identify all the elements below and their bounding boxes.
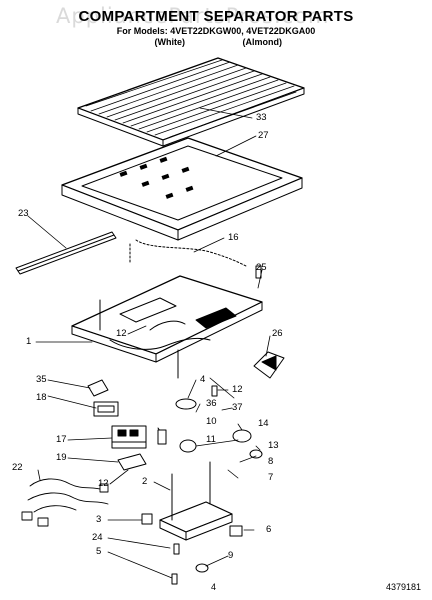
callout-3: 3 [96, 514, 102, 525]
callout-24: 24 [92, 532, 103, 543]
callout-19: 19 [56, 452, 67, 463]
color-almond: (Almond) [242, 37, 283, 47]
callout-1: 1 [26, 336, 32, 347]
callout-8: 8 [268, 456, 274, 467]
gasket-strip [15, 231, 117, 275]
model-numbers: For Models: 4VET22DKGW00, 4VET22DKGA00 [116, 26, 316, 36]
callout-12-lower: 12 [98, 478, 109, 489]
wire-harness [135, 239, 247, 267]
connector-part [229, 525, 243, 537]
callout-10: 10 [206, 416, 217, 427]
callout-35: 35 [36, 374, 47, 385]
callout-7: 7 [268, 472, 274, 483]
callout-36: 36 [206, 398, 217, 409]
callout-9: 9 [228, 550, 234, 561]
screw-part-3 [255, 265, 262, 279]
callout-22: 22 [12, 462, 23, 473]
separator-frame [61, 137, 303, 241]
callout-6: 6 [266, 524, 272, 535]
callout-27: 27 [258, 130, 269, 141]
diagram-title: COMPARTMENT SEPARATOR PARTS [78, 8, 354, 25]
callout-18: 18 [36, 392, 47, 403]
color-white: (White) [154, 37, 185, 47]
callout-11: 11 [206, 434, 216, 445]
callout-23: 23 [18, 208, 29, 219]
retainer-part [141, 513, 153, 525]
control-knob-part [117, 453, 147, 471]
grommet-part [249, 449, 263, 459]
screw-part-4 [211, 385, 218, 397]
callout-26: 26 [272, 328, 283, 339]
callout-12-upper: 12 [116, 328, 127, 339]
watermark: AppliancePartsPros.com [56, 4, 330, 28]
color-variants: (White) (Almond) [0, 37, 432, 47]
baffle [253, 351, 285, 379]
callout-4: 4 [200, 374, 206, 385]
fan-blade-part [179, 439, 197, 453]
page-number: 4 [211, 582, 217, 592]
clip-part [87, 379, 109, 397]
document-code: 4379181 [386, 582, 422, 592]
mounting-bracket [159, 461, 233, 541]
separator-housing [71, 275, 263, 379]
callout-37: 37 [232, 402, 243, 413]
callout-16: 16 [228, 232, 239, 243]
fan-part [175, 398, 197, 410]
wiring-bundle [21, 478, 109, 527]
callout-14: 14 [258, 418, 269, 429]
leader-lines [27, 107, 271, 579]
screw-part-2 [171, 573, 178, 585]
screw-part [173, 543, 180, 555]
washer-part [195, 563, 209, 573]
control-housing [111, 425, 147, 449]
callout-2: 2 [142, 476, 148, 487]
callout-25: 25 [256, 262, 267, 273]
callout-17: 17 [56, 434, 67, 445]
callout-13: 13 [268, 440, 279, 451]
callout-5: 5 [96, 546, 102, 557]
grille-panel [77, 57, 305, 147]
callout-12-right: 12 [232, 384, 243, 395]
callout-33: 33 [256, 112, 267, 123]
